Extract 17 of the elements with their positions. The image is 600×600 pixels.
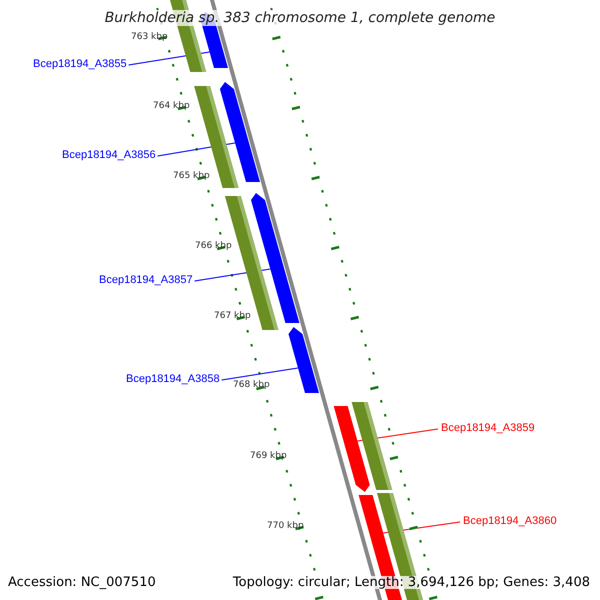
leader-line (221, 368, 298, 380)
gene-label: Bcep18194_A3859 (441, 423, 535, 434)
info-text: Accession: NC_007510 (8, 576, 156, 589)
gene-label: Bcep18194_A3860 (463, 516, 557, 527)
gene-label: Bcep18194_A3857 (99, 275, 193, 286)
tick-label: 770 kbp (267, 522, 304, 531)
gene-label: Bcep18194_A3856 (62, 150, 156, 161)
gene-feature (220, 82, 260, 182)
title: Burkholderia sp. 383 chromosome 1, complete genome (104, 10, 496, 26)
gene-label: Bcep18194_A3855 (33, 59, 127, 70)
gene-feature (251, 193, 300, 323)
tick-label: 764 kbp (153, 102, 190, 111)
gene-feature (334, 406, 370, 492)
gene-feature (288, 327, 319, 393)
info-text: Topology: circular; Length: 3,694,126 bp; Genes: 3,408 (232, 576, 590, 589)
tick-label: 769 kbp (250, 452, 287, 461)
gene-label: Bcep18194_A3858 (126, 374, 220, 385)
